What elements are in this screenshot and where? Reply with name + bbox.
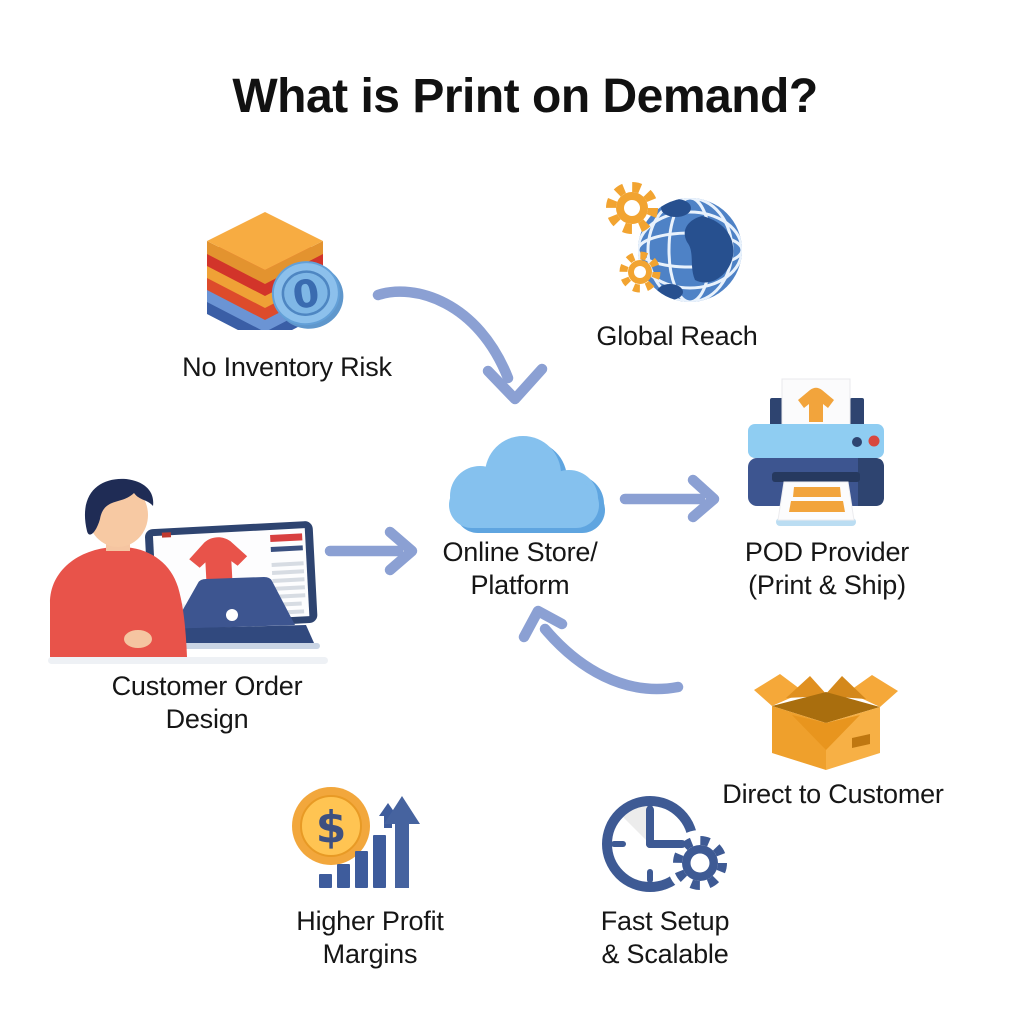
printer-top (748, 424, 884, 458)
no-inventory-node: 0 (203, 208, 348, 330)
printer-button-red (868, 435, 880, 447)
pod-provider-node (738, 370, 893, 528)
dollar-coin-symbol: $ (316, 802, 347, 853)
higher-profit-label: Higher Profit Margins (296, 906, 444, 969)
gear-large-icon (606, 182, 658, 234)
global-reach-label: Global Reach (596, 321, 758, 351)
window-dot (161, 532, 172, 538)
box-flap-back-right (824, 676, 866, 699)
paper-guide-left (770, 398, 784, 432)
globe-gears-icon (606, 182, 742, 302)
global-reach-node (598, 176, 748, 306)
direct-to-customer-node (752, 666, 902, 774)
continents (657, 199, 734, 300)
no-inventory-label: No Inventory Risk (182, 352, 392, 382)
person-torso (50, 546, 187, 657)
printer-icon (748, 378, 884, 526)
customer-order-node (48, 473, 333, 668)
fast-setup-node (598, 780, 750, 897)
zero-coin: 0 (271, 261, 344, 329)
person-hair (84, 478, 154, 535)
box-flap-left (754, 674, 804, 706)
box-flap-back-left (786, 676, 828, 698)
person-hand (124, 630, 152, 648)
laptop-logo-dot (226, 609, 238, 621)
arrow-box-to-cloud (518, 605, 684, 695)
big-up-arrow-icon (384, 796, 420, 888)
printer-button-dark (852, 437, 862, 447)
clock-hands (646, 806, 686, 848)
clock-gear-icon (602, 796, 733, 896)
page-title: What is Print on Demand? (232, 70, 818, 123)
box-flap-right (848, 675, 898, 707)
tshirt-print-icon (798, 387, 834, 422)
cloud-icon (449, 436, 605, 533)
arrow-customer-to-cloud (324, 526, 418, 576)
box-flap-front (792, 715, 860, 750)
paper-guide-right (850, 398, 864, 432)
dollar-coin: $ (292, 787, 370, 865)
designer-at-laptop-icon (48, 478, 328, 664)
online-store-label: Online Store/ Platform (442, 537, 598, 600)
tshirt-design (189, 537, 248, 592)
laptop (148, 577, 320, 649)
design-sidebar (270, 533, 306, 615)
zero-coin-value: 0 (290, 271, 322, 318)
growth-bars (319, 835, 386, 888)
pod-provider-label: POD Provider (Print & Ship) (744, 537, 910, 600)
scale-gear-icon (673, 836, 727, 890)
gear-small-icon (619, 251, 661, 293)
shipping-box-icon (754, 674, 898, 770)
printer-slot (772, 472, 860, 482)
arrow-cloud-to-provider (619, 474, 720, 523)
box-opening (772, 692, 880, 723)
inventory-stack-icon: 0 (207, 212, 344, 330)
fast-setup-label: Fast Setup & Scalable (600, 906, 730, 969)
arrow-inventory-to-cloud (372, 286, 548, 405)
desk-shadow (48, 657, 328, 664)
customer-order-label: Customer Order Design (111, 671, 303, 734)
profit-chart-icon: $ (292, 787, 420, 888)
paper-out (777, 481, 855, 521)
online-store-node (431, 422, 607, 534)
box-label (852, 734, 870, 748)
direct-to-customer-label: Direct to Customer (722, 779, 944, 809)
higher-profit-node: $ (283, 780, 445, 892)
